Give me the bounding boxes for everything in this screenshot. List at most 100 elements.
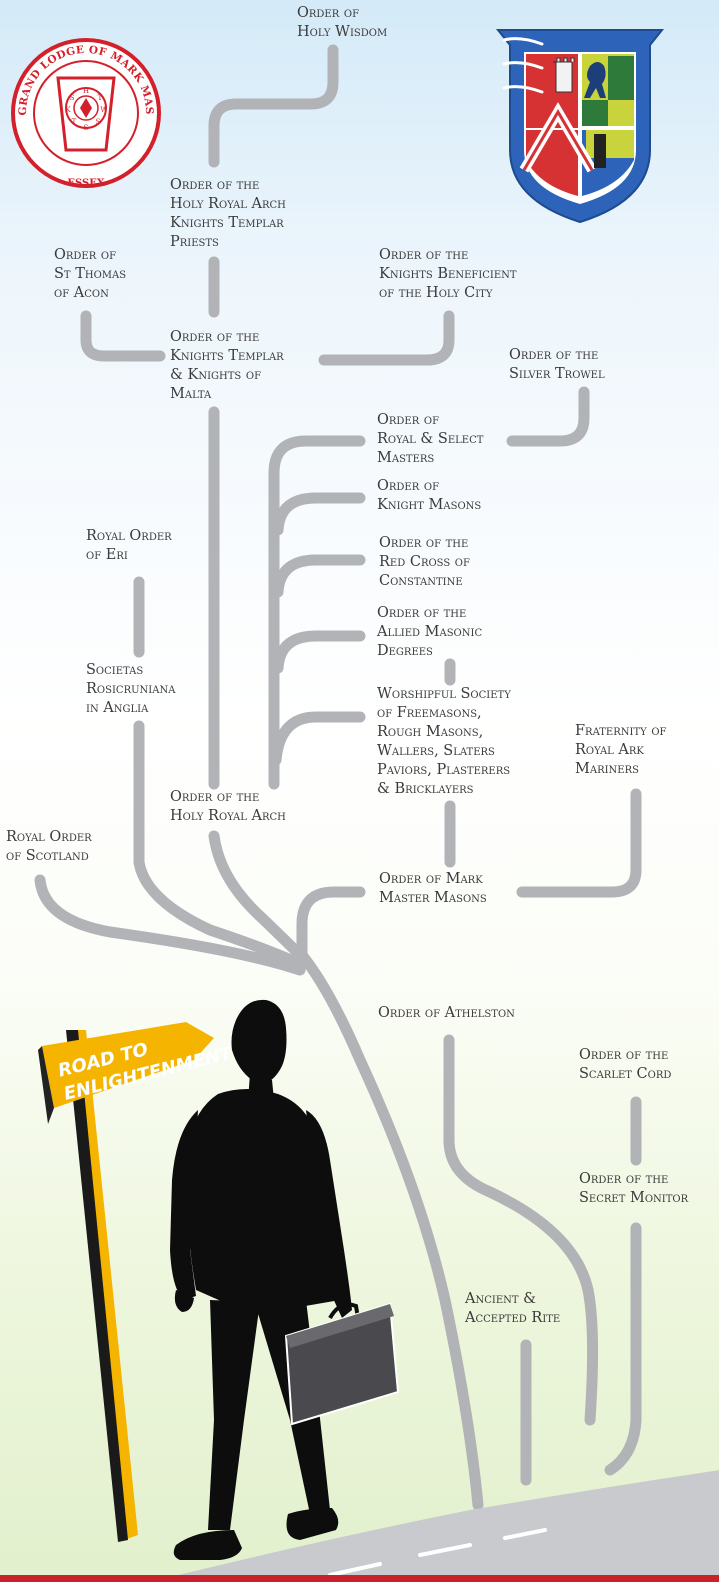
node-label-line: Rough Masons, bbox=[377, 724, 483, 740]
node-label-line: Paviors, Plasterers bbox=[377, 762, 510, 778]
node-label-line: Silver Trowel bbox=[509, 366, 605, 382]
seal-letter: S bbox=[70, 94, 75, 102]
node-label-line: Holy Royal Arch bbox=[170, 196, 286, 212]
node-label-line: & Bricklayers bbox=[377, 781, 474, 797]
node-label-line: Order of the bbox=[509, 347, 598, 363]
node-label-line: St Thomas bbox=[54, 266, 126, 282]
connector-knight-masons bbox=[272, 492, 366, 536]
node-label-line: Order of the bbox=[379, 535, 468, 551]
node-label-line: Order of the bbox=[170, 789, 259, 805]
node-label-line: Order of Athelston bbox=[378, 1005, 515, 1021]
node-label-line: Order of the bbox=[379, 247, 468, 263]
node-label-line: Knights Templar bbox=[170, 348, 284, 364]
node-label-line: of Freemasons, bbox=[377, 705, 482, 721]
node-label-line: Allied Masonic bbox=[376, 624, 482, 640]
connector-kbhc bbox=[318, 310, 455, 366]
node-label-line: of Scotland bbox=[6, 848, 89, 864]
node-label-line: Order of bbox=[297, 5, 359, 21]
node-label-line: Order of the bbox=[579, 1171, 668, 1187]
connector-allied bbox=[272, 630, 366, 674]
node-label-line: Royal & Select bbox=[377, 431, 484, 447]
node-label-line: Holy Royal Arch bbox=[170, 808, 286, 824]
node-holy-wisdom: Order of Holy Wisdom bbox=[297, 5, 387, 40]
connector-side-orders bbox=[268, 435, 366, 790]
node-label-line: Scarlet Cord bbox=[579, 1066, 671, 1082]
node-label-line: Royal Ark bbox=[575, 742, 644, 758]
heraldic-shield bbox=[495, 29, 665, 224]
road bbox=[150, 1470, 719, 1582]
node-label-line: of Eri bbox=[86, 547, 128, 563]
mark-masons-seal: PROVINCIAL GRAND LODGE OF MARK MASTER MA… bbox=[0, 0, 161, 189]
node-label-line: Malta bbox=[170, 386, 212, 402]
seal-letter: K bbox=[65, 106, 71, 114]
node-label-line: Knights Beneficient bbox=[379, 266, 517, 282]
node-label-line: Rosicruniana bbox=[86, 681, 176, 697]
node-label-line: Red Cross of bbox=[379, 554, 470, 570]
node-label-line: Holy Wisdom bbox=[297, 24, 387, 40]
node-label-line: Societas bbox=[86, 662, 143, 678]
node-label-line: Royal Order bbox=[6, 829, 92, 845]
node-label-line: Royal Order bbox=[86, 528, 172, 544]
node-label-line: Order of bbox=[377, 412, 439, 428]
node-worshipful: Worshipful Society of Freemasons, Rough Ma… bbox=[377, 686, 511, 797]
node-label-line: Degrees bbox=[377, 643, 433, 659]
node-label-line: of the Holy City bbox=[379, 285, 493, 301]
seal-letter: S bbox=[96, 118, 101, 126]
node-label-line: in Anglia bbox=[86, 700, 149, 716]
node-royal-scotland: Royal Order of Scotland bbox=[6, 829, 92, 864]
seal-letter: H bbox=[83, 87, 89, 95]
connector-scotland bbox=[34, 874, 306, 976]
node-label-line: Order of the bbox=[170, 177, 259, 193]
node-label-line: & Knights of bbox=[170, 367, 261, 383]
connector-sria bbox=[133, 720, 308, 971]
node-knight-masons: Order of Knight Masons bbox=[377, 478, 481, 513]
node-label-line: Order of bbox=[54, 247, 116, 263]
node-label-line: Order of Mark bbox=[379, 871, 483, 887]
connector-silver-trowel bbox=[506, 386, 590, 447]
seal-letter: S bbox=[84, 124, 89, 132]
node-label-line: Secret Monitor bbox=[579, 1190, 689, 1206]
node-label-line: Order of the bbox=[579, 1047, 668, 1063]
node-label-line: Mariners bbox=[575, 761, 639, 777]
connector-worshipful bbox=[270, 711, 366, 766]
node-label-line: Master Masons bbox=[379, 890, 487, 906]
node-label-line: Ancient & bbox=[464, 1291, 536, 1307]
node-label-line: Wallers, Slaters bbox=[377, 743, 495, 759]
seal-letter: T bbox=[72, 118, 77, 126]
bottom-bar bbox=[0, 1575, 719, 1582]
briefcase bbox=[284, 1302, 400, 1426]
node-label-line: Fraternity of bbox=[575, 723, 667, 739]
node-label-line: Masters bbox=[377, 450, 434, 466]
connector-athelston bbox=[443, 1034, 599, 1426]
node-eri: Royal Order of Eri bbox=[86, 528, 172, 563]
node-aar: Ancient & Accepted Rite bbox=[464, 1291, 560, 1326]
connector-mark bbox=[296, 886, 366, 960]
node-label-line: Knight Masons bbox=[377, 497, 481, 513]
node-label-line: Accepted Rite bbox=[464, 1310, 560, 1326]
seal-letter: T bbox=[98, 94, 103, 102]
connector-secret-monitor bbox=[604, 1222, 642, 1476]
connector-lines bbox=[34, 44, 642, 1511]
node-label-line: Worshipful Society bbox=[377, 686, 511, 702]
walking-man-silhouette bbox=[170, 999, 360, 1560]
node-label-line: Constantine bbox=[379, 573, 463, 589]
node-label-line: Order of the bbox=[170, 329, 259, 345]
connector-royal-ark bbox=[516, 788, 642, 898]
connector-main-road bbox=[296, 949, 484, 1511]
seal-bottom-text: ESSEX bbox=[67, 178, 104, 189]
node-label-line: Priests bbox=[170, 234, 219, 250]
connector-holy-wisdom bbox=[208, 44, 339, 168]
node-label-line: Order of bbox=[377, 478, 439, 494]
